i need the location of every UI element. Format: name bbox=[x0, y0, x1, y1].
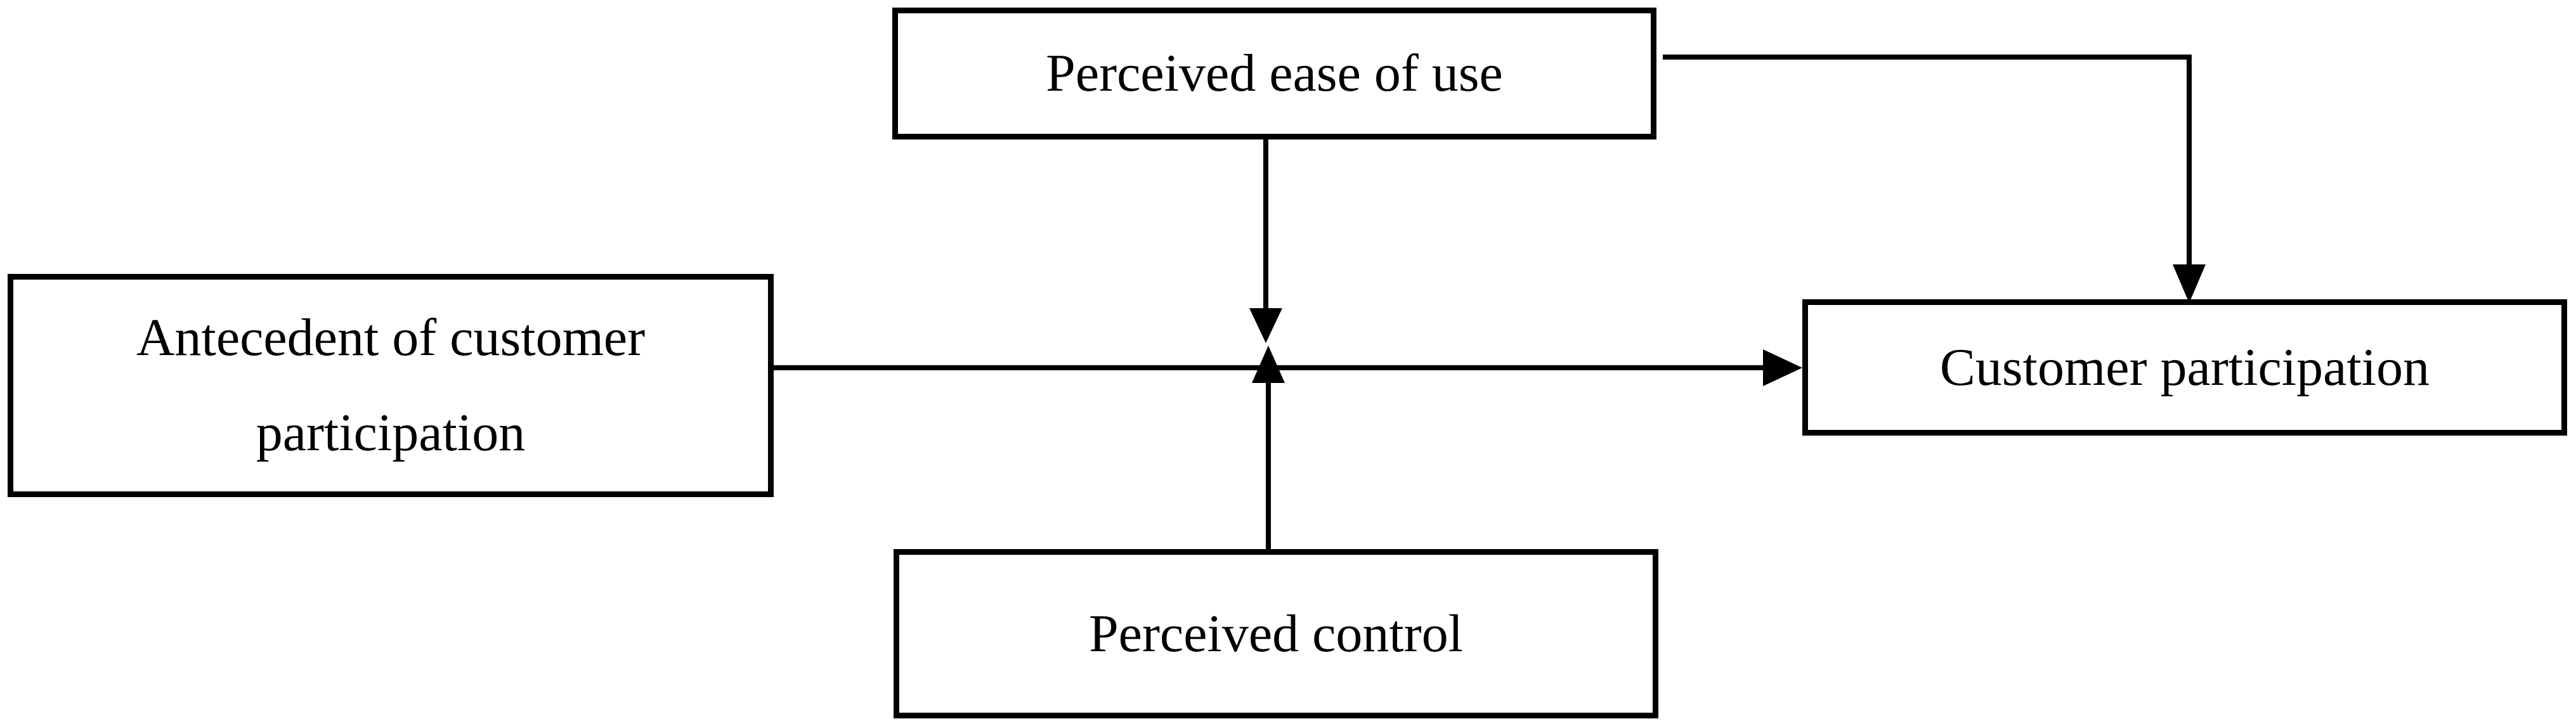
edge-control-moderator-arrowhead bbox=[1252, 346, 1285, 383]
node-perceived-control: Perceived control bbox=[894, 549, 1658, 718]
edge-ease-moderator-arrowhead bbox=[1249, 308, 1282, 343]
node-antecedent-of-customer-participation: Antecedent of customer participation bbox=[8, 274, 774, 497]
edge-antecedent-to-customer bbox=[774, 349, 1802, 386]
node-perceived-ease-of-use-label: Perceived ease of use bbox=[1046, 44, 1503, 103]
node-customer-participation: Customer participation bbox=[1802, 299, 2567, 436]
edge-control-moderator bbox=[1252, 346, 1285, 549]
edge-ease-moderator bbox=[1249, 139, 1282, 343]
node-antecedent-label: Antecedent of customer participation bbox=[136, 308, 646, 462]
edge-ease-to-customer-arrowhead bbox=[2173, 264, 2206, 303]
edge-ease-to-customer bbox=[1663, 55, 2206, 303]
node-perceived-control-label: Perceived control bbox=[1088, 604, 1464, 663]
node-perceived-ease-of-use: Perceived ease of use bbox=[892, 8, 1656, 139]
node-customer-participation-label: Customer participation bbox=[1939, 337, 2430, 397]
edge-antecedent-to-customer-arrowhead bbox=[1763, 349, 1802, 386]
edge-ease-to-customer-line bbox=[1663, 55, 2192, 269]
